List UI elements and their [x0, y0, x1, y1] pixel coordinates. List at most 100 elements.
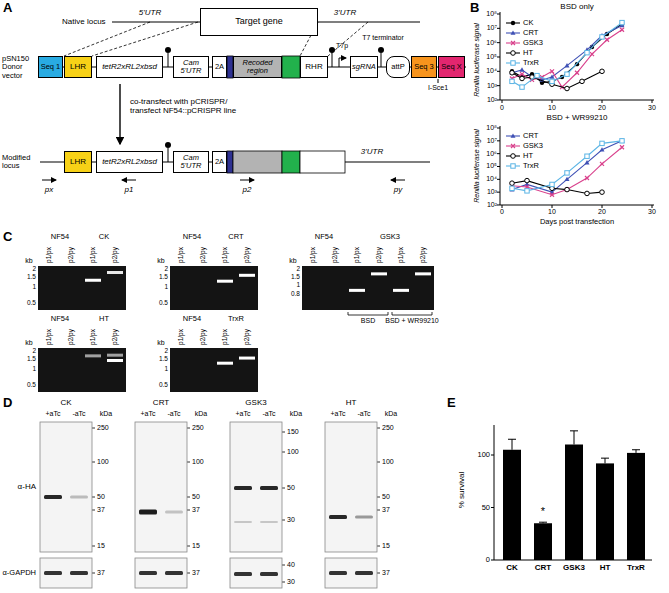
y-axis: [494, 425, 495, 560]
figure-label: -aTc: [357, 410, 370, 418]
legend-text: CRT: [523, 29, 538, 37]
bar: [534, 523, 552, 560]
figure-label: p1/px: [89, 329, 96, 345]
figure-label: 2: [164, 265, 168, 272]
site-tick: [438, 79, 439, 83]
marker-tick: [92, 546, 95, 547]
figure-label: Renilla luciferase signal: [473, 23, 481, 97]
figure-label: 10⁷: [487, 24, 497, 32]
blot-image: [135, 558, 187, 588]
axis-tick: [497, 14, 500, 15]
gene-element-box: RHR: [300, 56, 328, 78]
figure-label: 37: [192, 506, 200, 514]
figure-label: kDa: [385, 410, 397, 418]
data-marker: [600, 147, 605, 151]
blot-band: [70, 571, 88, 575]
data-marker: [525, 178, 530, 183]
data-marker: [565, 63, 570, 67]
terminator-symbol: [378, 47, 384, 53]
figure-label: BSD + WR99210: [385, 317, 439, 325]
gene-element-box: LHR: [64, 151, 92, 173]
gene-element-box: Cam 5'UTR: [173, 151, 209, 173]
figure-label: 250: [192, 424, 204, 432]
marker-tick: [282, 432, 285, 433]
gene-element-box: Seq 3: [411, 56, 437, 78]
error-cap: [508, 439, 516, 440]
homology-dash: [92, 22, 198, 56]
figure-label: 2: [164, 347, 168, 354]
bar: [565, 445, 583, 561]
figure-label: α-HA: [18, 483, 36, 492]
figure-label: p2/py: [199, 329, 206, 345]
gene-element-box: tetR2xRL2xbsd: [96, 56, 163, 78]
figure-label: 150: [287, 428, 299, 436]
figure-label: T7 terminator: [362, 34, 404, 42]
bar: [627, 453, 645, 560]
figure-label: p2: [243, 186, 252, 195]
data-marker: [600, 141, 604, 145]
legend-text: TrxR: [523, 162, 539, 170]
figure-label: pSN150 Donor vector: [2, 55, 36, 80]
gene-element-box: Cam 5'UTR: [173, 56, 209, 78]
terminator-symbol: [329, 47, 335, 53]
figure-label: 10⁸: [486, 10, 497, 18]
gel-image: [38, 266, 126, 310]
marker-tick: [187, 573, 190, 574]
figure-label: CRT: [153, 399, 169, 408]
box-text: 2A: [215, 63, 224, 71]
gel-image: [170, 266, 258, 310]
data-marker: [620, 145, 624, 149]
figure-label: 5'UTR: [139, 9, 161, 18]
figure-label: NF54: [51, 315, 69, 323]
figure-label: 3'UTR: [361, 148, 383, 157]
figure-label: 10⁶: [486, 39, 497, 47]
legend-item: CRT: [506, 132, 538, 140]
data-marker: [585, 50, 589, 54]
gel-band: [239, 357, 255, 360]
marker-tick: [377, 546, 380, 547]
figure-label: 20: [598, 104, 606, 112]
axis-tick: [602, 100, 603, 103]
blot-band: [355, 571, 373, 575]
marker-tick: [282, 582, 285, 583]
figure-label: +aTc: [236, 410, 251, 418]
figure-label: p1/px: [177, 329, 184, 345]
error-cap: [539, 522, 547, 523]
figure-label: NF54: [51, 233, 69, 241]
figure-label: 10³: [487, 188, 497, 196]
figure-label: 15: [382, 542, 390, 550]
data-marker: [580, 79, 585, 84]
blot-band: [234, 521, 252, 523]
error-cap: [632, 449, 640, 450]
blot-band: [44, 571, 62, 575]
legend-item: CK: [506, 19, 533, 27]
gel-band: [217, 280, 233, 283]
legend-item: HT: [506, 152, 533, 160]
box-text: Recoded region: [235, 59, 280, 75]
data-marker: [511, 133, 516, 137]
data-marker: [620, 138, 625, 142]
figure-label: 10⁶: [486, 150, 497, 158]
figure-label: CK: [99, 233, 109, 241]
data-marker: [600, 35, 604, 39]
figure-label: 10²: [487, 96, 497, 104]
blot-image: [230, 558, 282, 588]
box-text: Cam 5'UTR: [175, 154, 207, 170]
process-arrow: [119, 84, 120, 144]
blot-band: [234, 486, 252, 490]
data-marker: [511, 61, 515, 65]
data-marker: [550, 193, 554, 197]
axis-tick: [491, 455, 494, 456]
axis-tick: [497, 71, 500, 72]
blot-band: [234, 572, 252, 576]
blot-band: [70, 496, 88, 499]
gel-image: [38, 348, 126, 392]
figure-label: p1/px: [397, 247, 404, 263]
axis-tick: [497, 166, 500, 167]
marker-tick: [282, 565, 285, 566]
data-line: [512, 147, 622, 194]
x-axis: [500, 100, 654, 101]
gene-element-box: sgRNA: [350, 56, 378, 78]
blot-band: [329, 571, 347, 575]
figure-label: kDa: [100, 410, 112, 418]
